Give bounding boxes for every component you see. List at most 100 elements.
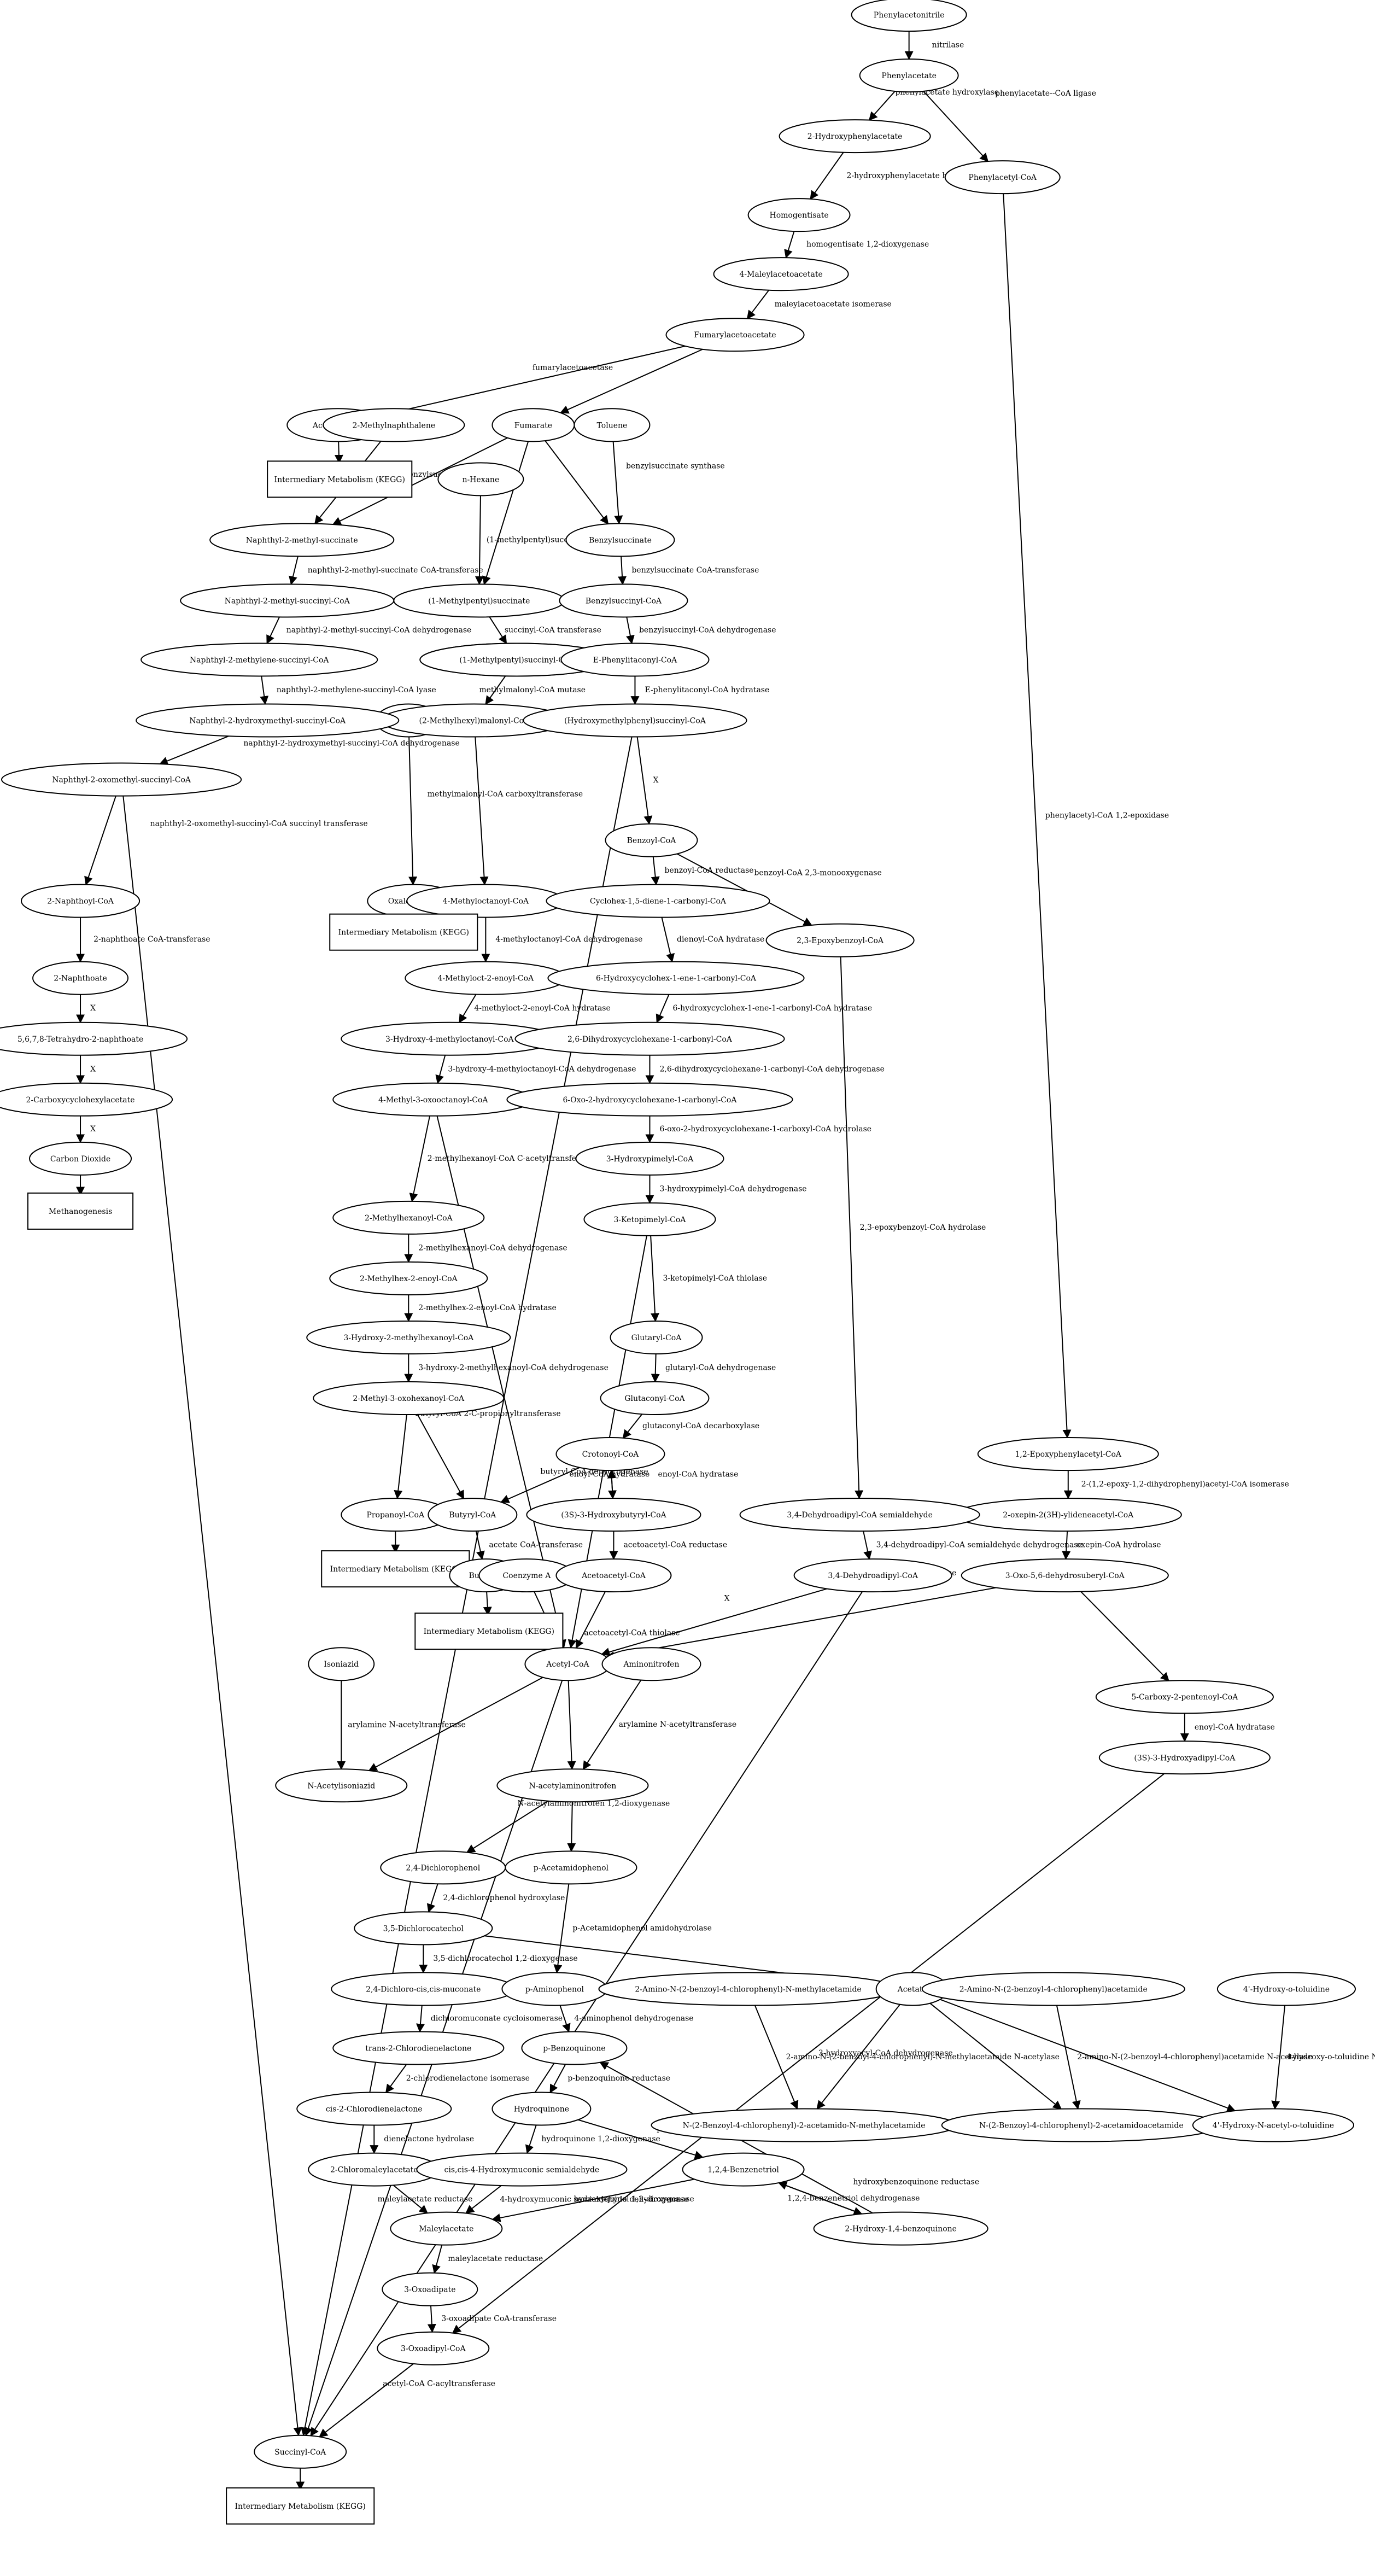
node-phenylacetyl-coa: Phenylacetyl-CoA (944, 160, 1061, 195)
node-shape (1095, 1680, 1274, 1714)
node-label: Toluene (597, 421, 628, 430)
node-shape (559, 583, 688, 618)
edge-fumarylacetoacetate-to-fumarate (559, 348, 703, 414)
edge-label-x5: X (724, 1594, 730, 1603)
node-shape (209, 523, 395, 557)
edge-oxoadipate-to-oxoadipyl_coa (427, 2305, 436, 2333)
node-shape (665, 318, 805, 352)
node-shape (977, 1437, 1159, 1471)
edge-phenylacetate-to-phenylacetyl_coa (923, 91, 989, 162)
edge-acetyl_coa-to-acetylisoniazid (368, 1677, 543, 1771)
edge-label-acetoacetyl-reductase: acetoacetyl-CoA reductase (623, 1541, 727, 1550)
node-oxoadipate: 3-Oxoadipate (382, 2272, 478, 2306)
node-label: 2-Methylhexanoyl-CoA (365, 1214, 453, 1223)
node-shape (254, 2434, 347, 2469)
node-label: Phenylacetonitrile (874, 11, 945, 20)
edge-label-naph-coa-transferase: naphthyl-2-methyl-succinate CoA-transfer… (308, 566, 483, 575)
node-acetamidophenol: p-Acetamidophenol (505, 1850, 637, 1885)
node-shape (267, 460, 413, 498)
node-cyclohexadiene-carbonyl-coa: Cyclohex-1,5-diene-1-carbonyl-CoA (546, 884, 770, 918)
node-kegg3: Intermediary Metabolism (KEGG) (321, 1550, 470, 1588)
edge-hydroquinone-to-hydroxymuconic_semialdehyde (525, 2125, 537, 2154)
edge-methylpentyl_succinyl_coa-to-methylhexylmalonyl_coa (485, 675, 506, 705)
node-dihydroxycyclohexane-carbonyl-coa: 2,6-Dihydroxycyclohexane-1-carbonyl-CoA (514, 1021, 785, 1056)
node-label: Intermediary Metabolism (KEGG) (274, 475, 405, 484)
edge-label-aminophenol-dehydrogenase: 4-aminophenol dehydrogenase (574, 2014, 693, 2023)
edge-fumarate-to-benzylsuccinate (545, 440, 609, 525)
edge-label-acetyl-c-acyltransferase-b: acetyl-CoA C-acyltransferase (383, 2380, 495, 2388)
node-label: (1-Methylpentyl)succinyl-CoA (459, 656, 575, 664)
node-carbon-dioxide: Carbon Dioxide (29, 1141, 132, 1176)
node-label: 2-Naphthoate (54, 974, 107, 983)
node-hydroxy-toluidine: 4'-Hydroxy-o-toluidine (1216, 1972, 1356, 2006)
node-label: Acetyl-CoA (546, 1660, 589, 1669)
edge-benzenetriol-to-maleylacetate (492, 2178, 695, 2222)
node-shape (961, 1558, 1169, 1593)
edge-label-benzoyl-reductase: benzoyl-CoA reductase (664, 866, 753, 875)
edge-label-arylamine-acetyltransferase-d: 2-amino-N-(2-benzoyl-4-chlorophenyl)acet… (1077, 2053, 1312, 2061)
node-label: 3-Oxoadipyl-CoA (401, 2345, 466, 2353)
edge-naphthyl_methyl_succinate-to-naphthyl_methyl_succinyl_coa (289, 556, 299, 586)
edge-label-enoyl-hydratase-b: enoyl-CoA hydratase (658, 1470, 738, 1479)
edge-label-benzenetriol-dehydrogenase: 1,2,4-benzenetriol dehydrogenase (787, 2194, 920, 2203)
edge-aminonitrofen-to-acetylaminonitrofen (582, 1679, 642, 1770)
node-methyloxohexanoyl-coa: 2-Methyl-3-oxohexanoyl-CoA (313, 1381, 505, 1416)
node-label: Cyclohex-1,5-diene-1-carbonyl-CoA (590, 897, 727, 906)
edge-maleylacetoacetate-to-fumarylacetoacetate (746, 290, 770, 319)
edge-oxepin_coa-to-oxo_dehydrosuberyl_coa (1062, 1531, 1071, 1560)
node-phenylitaconyl-coa: E-Phenylitaconyl-CoA (560, 642, 710, 677)
edge-methyloxohexanoyl_coa-to-butyryl_coa (417, 1414, 465, 1500)
node-benzenetriol: 1,2,4-Benzenetriol (682, 2152, 805, 2187)
node-shape (600, 1381, 710, 1416)
node-methyloct-enoyl-coa: 4-Methyloct-2-enoyl-CoA (405, 961, 567, 995)
node-label: 4-Maleylacetoacetate (739, 270, 822, 279)
edge-label-epoxy-isomerase: 2-(1,2-epoxy-1,2-dihydrophenyl)acetyl-Co… (1081, 1480, 1289, 1489)
node-ketopimelyl-coa: 3-Ketopimelyl-CoA (583, 1202, 716, 1236)
edge-label-methyloctanoyl-dehydrogenase: 4-methyloctanoyl-CoA dehydrogenase (495, 935, 642, 944)
node-shape (575, 1141, 724, 1176)
node-hydroxymethylphenylsuccinyl-coa: (Hydroxymethylphenyl)succinyl-CoA (523, 703, 747, 738)
edge-hydroxyphenylacetate-to-homogentisate (810, 152, 844, 200)
node-label: Propanoyl-CoA (366, 1511, 425, 1520)
edge-acetamidophenol-to-aminophenol (553, 1884, 570, 1974)
edge-hydroxy_benzoquinone-to-benzenetriol (777, 2181, 862, 2215)
edge-pyruvate-to-oxaloacetate (408, 737, 418, 886)
node-fumarylacetoacetate: Fumarylacetoacetate (665, 318, 805, 352)
node-carboxy-pentenoyl-coa: 5-Carboxy-2-pentenoyl-CoA (1095, 1680, 1274, 1714)
edge-crotonoyl_coa-to-butyryl_coa (500, 1467, 580, 1503)
edge-label-epoxybenzoyl-hydrolase: 2,3-epoxybenzoyl-CoA hydrolase (860, 1223, 986, 1232)
node-label: 4'-Hydroxy-N-acetyl-o-toluidine (1213, 2122, 1334, 2130)
node-label: Glutaryl-CoA (631, 1334, 682, 1342)
node-shape (332, 1200, 485, 1235)
node-label: Benzylsuccinate (589, 536, 652, 545)
edge-chlorodienelactone_trans-to-chlorodienelactone_cis (385, 2064, 407, 2094)
node-methyloctanoyl-coa: 4-Methyloctanoyl-CoA (406, 884, 565, 918)
node-label: 3-Ketopimelyl-CoA (614, 1216, 687, 1224)
edge-label-ketopimelyl-thiolase: 3-ketopimelyl-CoA thiolase (663, 1274, 767, 1283)
node-chlorodienelactone-trans: trans-2-Chlorodienelactone (332, 2031, 505, 2065)
edge-dichloromuconate-to-chlorodienelactone_trans (416, 2005, 425, 2033)
node-shape (414, 1613, 564, 1650)
edge-acetyl_coa-to-acetylaminonitrofen (567, 1680, 576, 1770)
node-label: 2-Hydroxyphenylacetate (808, 132, 903, 141)
edge-label-benzylsuccinyl-dehydrogenase: benzylsuccinyl-CoA dehydrogenase (639, 626, 776, 634)
node-methylhexenoyl-coa: 2-Methylhex-2-enoyl-CoA (329, 1261, 488, 1295)
node-shape (682, 2152, 805, 2187)
edge-hydroxybutyryl_coa-to-crotonoyl_coa (607, 1469, 616, 1499)
edge-chloromaleylacetate-to-maleylacetate (393, 2184, 429, 2214)
edge-amino_acetamide-to-acetamidoacetamide (1056, 2005, 1081, 2110)
node-shape (32, 961, 129, 995)
node-hydroxy-benzoquinone: 2-Hydroxy-1,4-benzoquinone (813, 2211, 988, 2246)
node-amino-acetamide: 2-Amino-N-(2-benzoyl-4-chlorophenyl)acet… (921, 1972, 1185, 2006)
edge-label-toluidine-acetylase: 4-hydroxy-o-toluidine N-acetylase (1286, 2053, 1375, 2061)
node-shape (313, 1381, 505, 1416)
node-amino-methylacetamide: 2-Amino-N-(2-benzoyl-4-chlorophenyl)-N-m… (598, 1972, 898, 2006)
node-kegg5: Intermediary Metabolism (KEGG) (226, 2487, 375, 2525)
node-kegg2: Intermediary Metabolism (KEGG) (329, 913, 478, 951)
node-shape (496, 1768, 649, 1803)
node-shape (323, 408, 465, 442)
node-kegg1: Intermediary Metabolism (KEGG) (267, 460, 413, 498)
node-shape (505, 1850, 637, 1885)
node-label: 3,5-Dichlorocatechol (383, 1924, 464, 1933)
